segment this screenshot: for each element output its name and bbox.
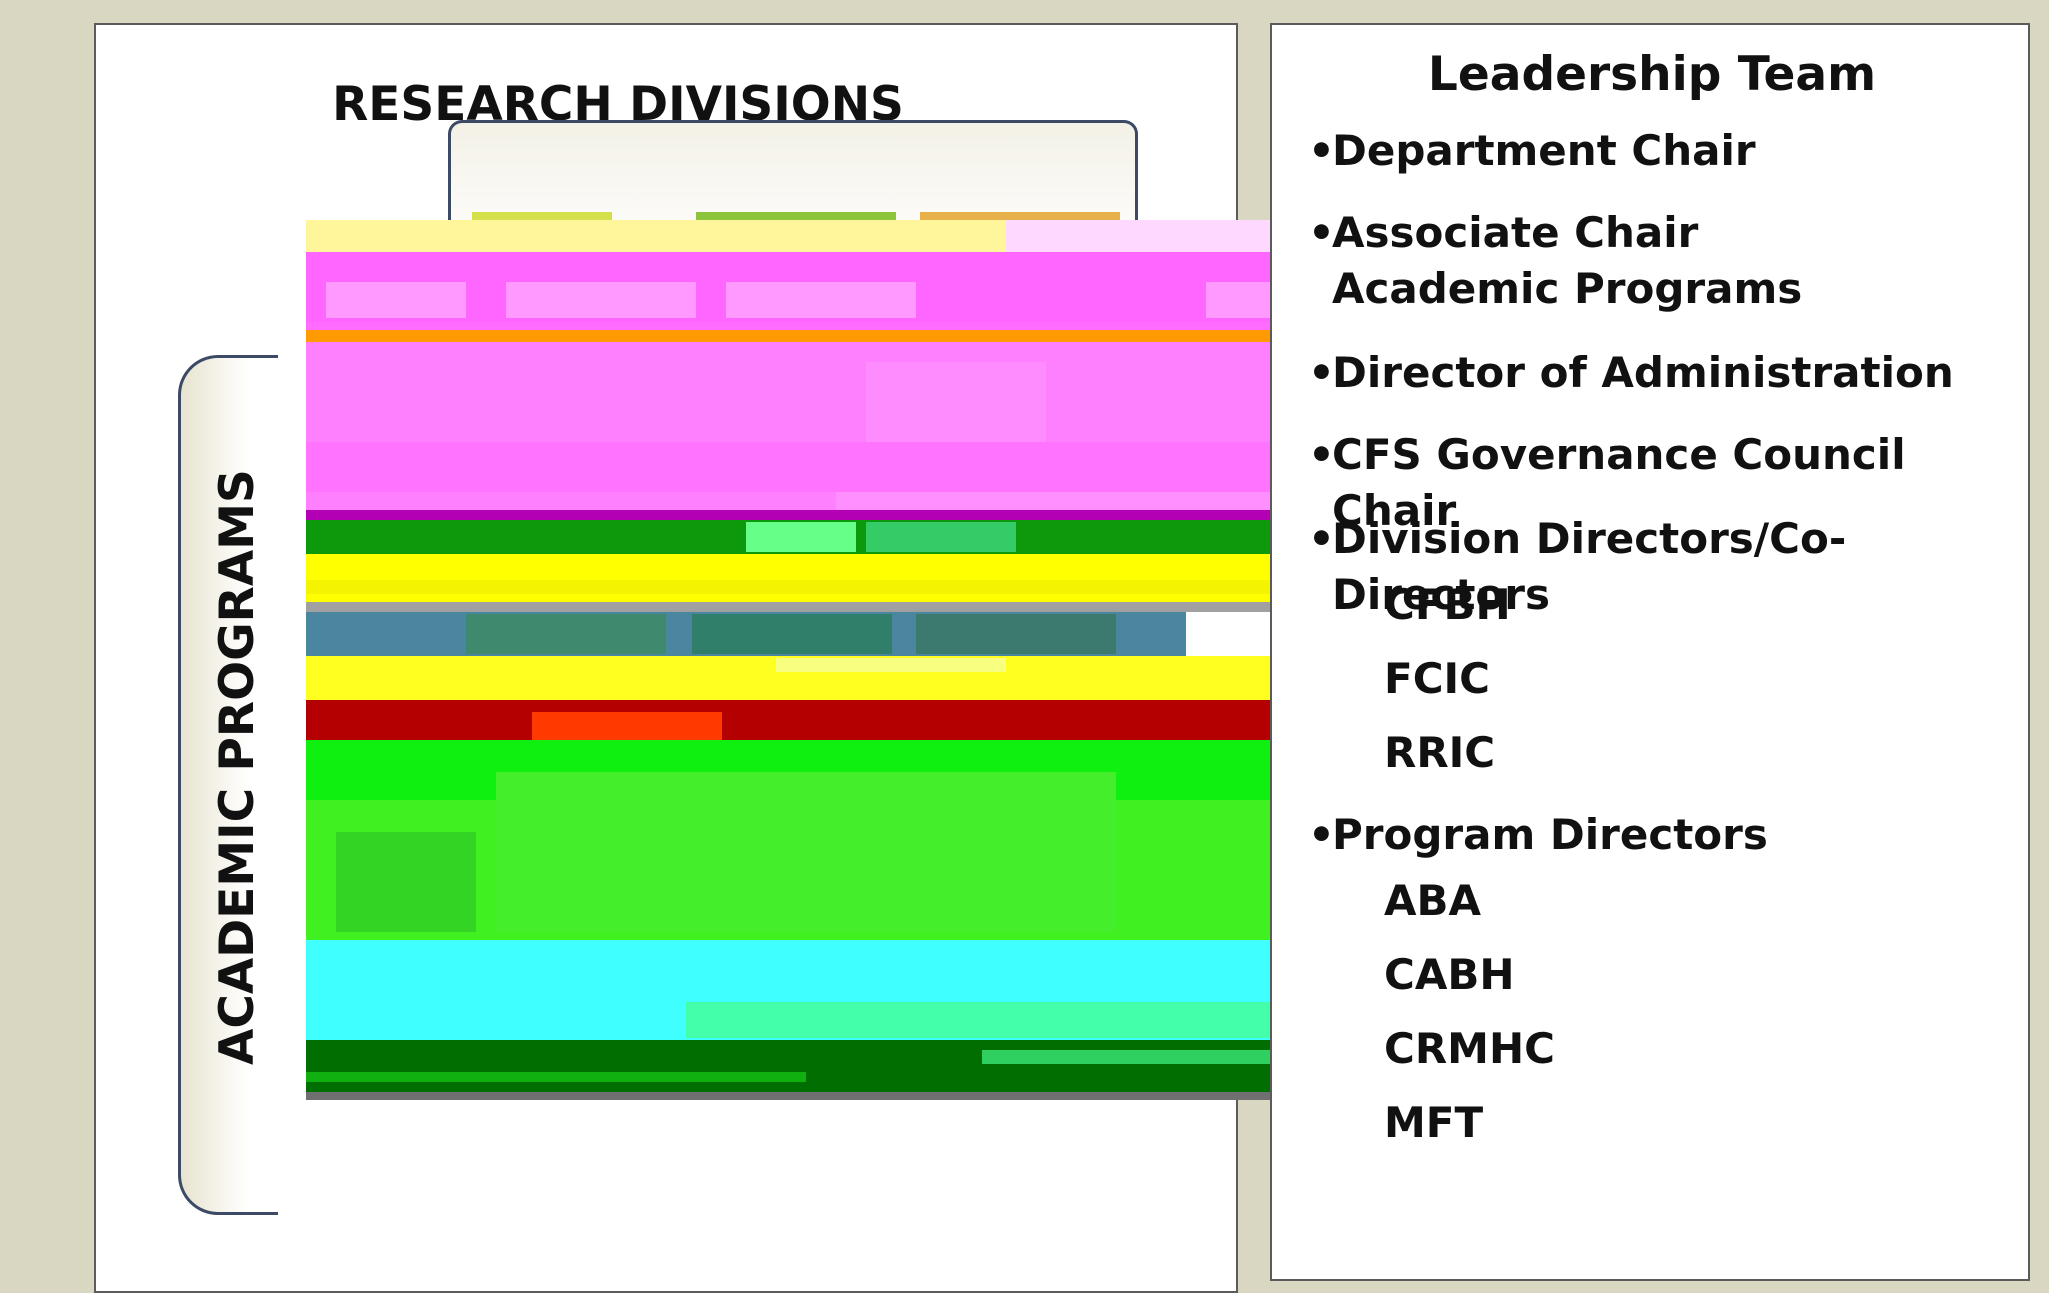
division-directors-item: FCIC xyxy=(1384,654,1490,703)
leadership-item: • Associate Chair Academic Programs xyxy=(1308,205,1868,317)
division-directors-item: RRIC xyxy=(1384,728,1496,777)
leadership-item: • Program Directors xyxy=(1308,807,1768,863)
program-directors-item: MFT xyxy=(1384,1098,1484,1147)
leadership-item: • Department Chair xyxy=(1308,123,1756,179)
bullet-icon: • xyxy=(1308,126,1335,175)
leadership-panel: Leadership Team • Department Chair • Ass… xyxy=(1270,23,2030,1281)
program-directors-item: ABA xyxy=(1384,876,1482,925)
leadership-title: Leadership Team xyxy=(1427,47,1877,102)
bullet-icon: • xyxy=(1308,810,1335,859)
program-directors-item: CABH xyxy=(1384,950,1515,999)
bullet-icon: • xyxy=(1308,514,1335,563)
bullet-icon: • xyxy=(1308,348,1335,397)
bullet-icon: • xyxy=(1308,430,1335,479)
program-directors-item: CRMHC xyxy=(1384,1024,1555,1073)
division-directors-item: CFBH xyxy=(1384,580,1511,629)
academic-programs-heading: ACADEMIC PROGRAMS xyxy=(210,469,265,1065)
leadership-item: • CFS Governance Council Chair xyxy=(1308,427,2028,539)
leadership-item: • Director of Administration xyxy=(1308,345,1954,401)
leadership-item: • Division Directors/Co-Directors xyxy=(1308,511,2028,623)
bullet-icon: • xyxy=(1308,208,1335,257)
academic-programs-bracket xyxy=(178,355,278,1215)
org-chart-graphic xyxy=(306,212,1312,1212)
